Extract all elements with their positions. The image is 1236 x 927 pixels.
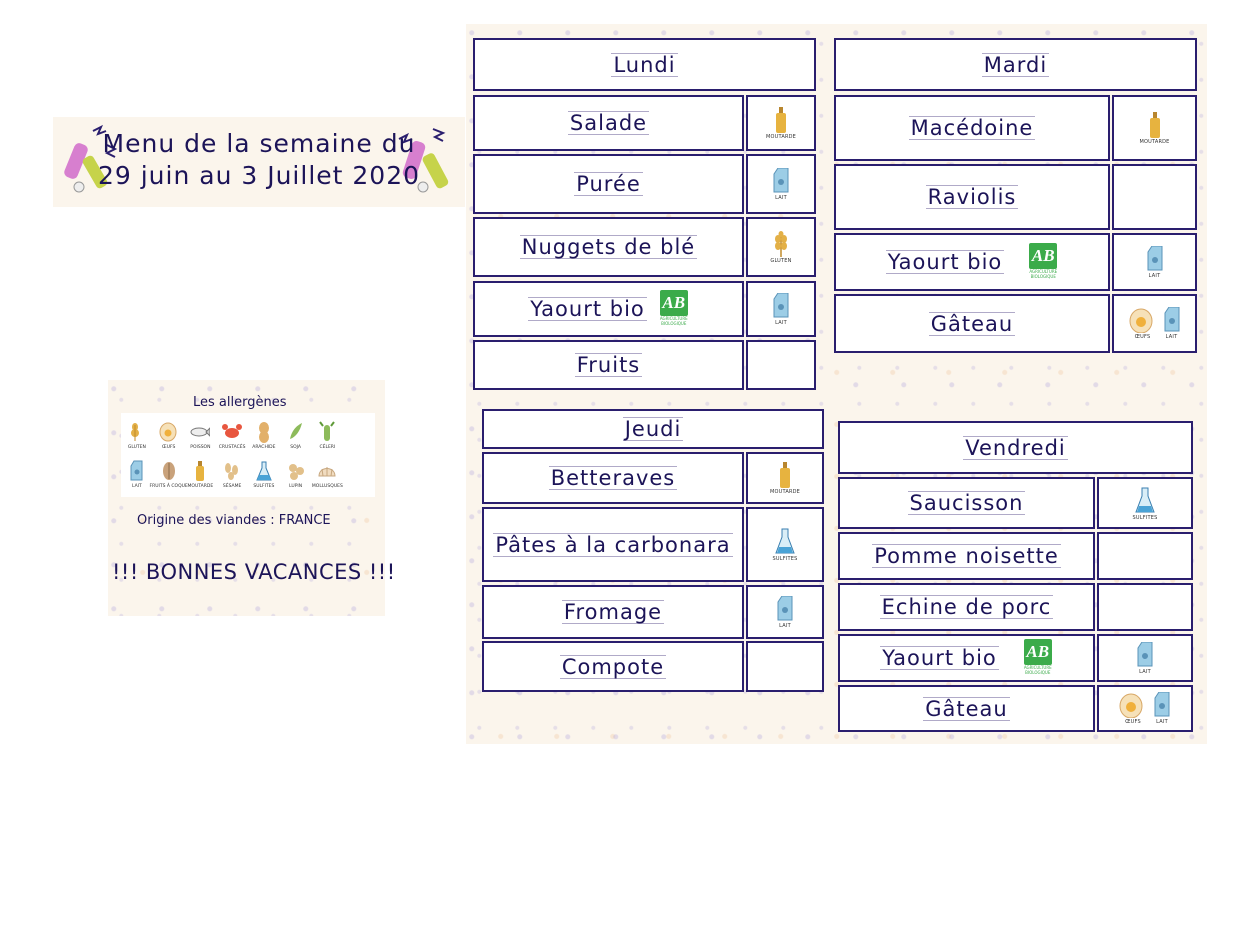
legend-peanut-icon: ARACHIDE: [248, 421, 280, 450]
dish-lundi-2: Purée: [473, 154, 744, 214]
legend-label: LUPIN: [289, 484, 303, 489]
legend-label: CÉLERI: [319, 445, 336, 450]
flask-icon: SULFITES: [773, 527, 798, 562]
legend-label: ARACHIDE: [252, 445, 276, 450]
legend-sesame-icon: SÉSAME: [216, 460, 248, 489]
crayons-right-icon: [398, 128, 449, 193]
legend-label: FRUITS À COQUE: [149, 484, 188, 489]
allergen-cell-mardi-1: MOUTARDE: [1112, 95, 1197, 161]
dish-mardi-4: Gâteau: [834, 294, 1110, 353]
legend-label: MOUTARDE: [187, 484, 214, 489]
legend-flask-icon: SULFITES: [248, 460, 280, 489]
legend-label: ŒUFS: [161, 445, 176, 450]
milk-icon: LAIT: [1136, 641, 1154, 675]
allergen-cell-vendredi-4: LAIT: [1097, 634, 1193, 682]
allergen-cell-mardi-2: [1112, 164, 1197, 230]
vacances-message: !!! BONNES VACANCES !!!: [112, 560, 396, 584]
milk-icon: LAIT: [772, 292, 790, 326]
legend-milk-icon: LAIT: [121, 460, 153, 489]
legend-label: SÉSAME: [222, 484, 242, 489]
legend-crab-icon: CRUSTACÉS: [216, 421, 248, 450]
dish-vendredi-5: Gâteau: [838, 685, 1095, 732]
dish-vendredi-1: Saucisson: [838, 477, 1095, 529]
legend-egg-icon: ŒUFS: [153, 421, 185, 450]
milk-icon: LAIT: [1163, 307, 1181, 340]
dish-lundi-1: Salade: [473, 95, 744, 151]
allergen-cell-jeudi-3: LAIT: [746, 585, 824, 639]
wheat-icon: GLUTEN: [770, 230, 791, 264]
title-line-1: Menu de la semaine du: [102, 129, 416, 158]
allergen-cell-jeudi-4: [746, 641, 824, 692]
allergen-cell-lundi-4: LAIT: [746, 281, 816, 337]
legend-wheat-icon: GLUTEN: [121, 421, 153, 450]
mustard-icon: MOUTARDE: [770, 461, 800, 495]
dish-vendredi-3: Echine de porc: [838, 583, 1095, 631]
legend-shell-icon: MOLLUSQUES: [312, 460, 344, 489]
allergen-legend: GLUTEN ŒUFS POISSON CRUSTACÉS ARACHIDE SOJA CÉ…: [121, 413, 375, 497]
egg-icon: ŒUFS: [1119, 692, 1147, 725]
legend-title: Les allergènes: [193, 395, 287, 410]
legend-label: SOJA: [290, 445, 301, 450]
milk-icon: LAIT: [1146, 245, 1164, 279]
legend-mustard-icon: MOUTARDE: [185, 460, 217, 489]
allergen-cell-mardi-4: ŒUFS LAIT: [1112, 294, 1197, 353]
dish-vendredi-2: Pomme noisette: [838, 532, 1095, 580]
legend-label: GLUTEN: [127, 445, 146, 450]
allergen-cell-lundi-1: MOUTARDE: [746, 95, 816, 151]
legend-celery-icon: CÉLERI: [312, 421, 344, 450]
legend-label: POISSON: [190, 445, 211, 450]
allergen-cell-mardi-3: LAIT: [1112, 233, 1197, 291]
legend-soy-icon: SOJA: [280, 421, 312, 450]
legend-nut-icon: FRUITS À COQUE: [149, 460, 188, 489]
legend-label: SULFITES: [253, 484, 275, 489]
dish-mardi-1: Macédoine: [834, 95, 1110, 161]
flask-icon: SULFITES: [1133, 486, 1158, 521]
legend-blank: [343, 421, 375, 450]
dish-jeudi-4: Compote: [482, 641, 744, 692]
day-header-lundi: Lundi: [473, 38, 816, 91]
allergen-cell-jeudi-2: SULFITES: [746, 507, 824, 582]
dish-mardi-2: Raviolis: [834, 164, 1110, 230]
legend-fish-icon: POISSON: [185, 421, 217, 450]
allergen-cell-vendredi-1: SULFITES: [1097, 477, 1193, 529]
allergen-cell-lundi-2: LAIT: [746, 154, 816, 214]
day-header-vendredi: Vendredi: [838, 421, 1193, 474]
title-line-2: 29 juin au 3 Juillet 2020: [97, 161, 421, 190]
dish-jeudi-2: Pâtes à la carbonara: [482, 507, 744, 582]
menu-title-banner: Menu de la semaine du 29 juin au 3 Juill…: [53, 117, 465, 207]
egg-icon: ŒUFS: [1129, 307, 1157, 340]
allergen-cell-lundi-5: [746, 340, 816, 390]
milk-icon: LAIT: [772, 167, 790, 201]
dish-jeudi-1: Betteraves: [482, 452, 744, 504]
day-header-jeudi: Jeudi: [482, 409, 824, 449]
allergen-cell-vendredi-2: [1097, 532, 1193, 580]
dish-lundi-3: Nuggets de blé: [473, 217, 744, 277]
milk-icon: LAIT: [776, 595, 794, 629]
meat-origin: Origine des viandes : FRANCE: [137, 513, 331, 528]
allergen-cell-vendredi-5: ŒUFS LAIT: [1097, 685, 1193, 732]
legend-label: LAIT: [131, 484, 142, 489]
legend-label: MOLLUSQUES: [311, 484, 343, 489]
allergen-cell-vendredi-3: [1097, 583, 1193, 631]
dish-lundi-5: Fruits: [473, 340, 744, 390]
allergen-cell-lundi-3: GLUTEN: [746, 217, 816, 277]
legend-lupin-icon: LUPIN: [280, 460, 312, 489]
day-header-mardi: Mardi: [834, 38, 1197, 91]
allergen-cell-jeudi-1: MOUTARDE: [746, 452, 824, 504]
milk-icon: LAIT: [1153, 692, 1171, 725]
legend-label: CRUSTACÉS: [218, 445, 246, 450]
crayons-left-icon: [64, 124, 118, 193]
mustard-icon: MOUTARDE: [766, 106, 796, 140]
mustard-icon: MOUTARDE: [1139, 111, 1169, 145]
dish-jeudi-3: Fromage: [482, 585, 744, 639]
